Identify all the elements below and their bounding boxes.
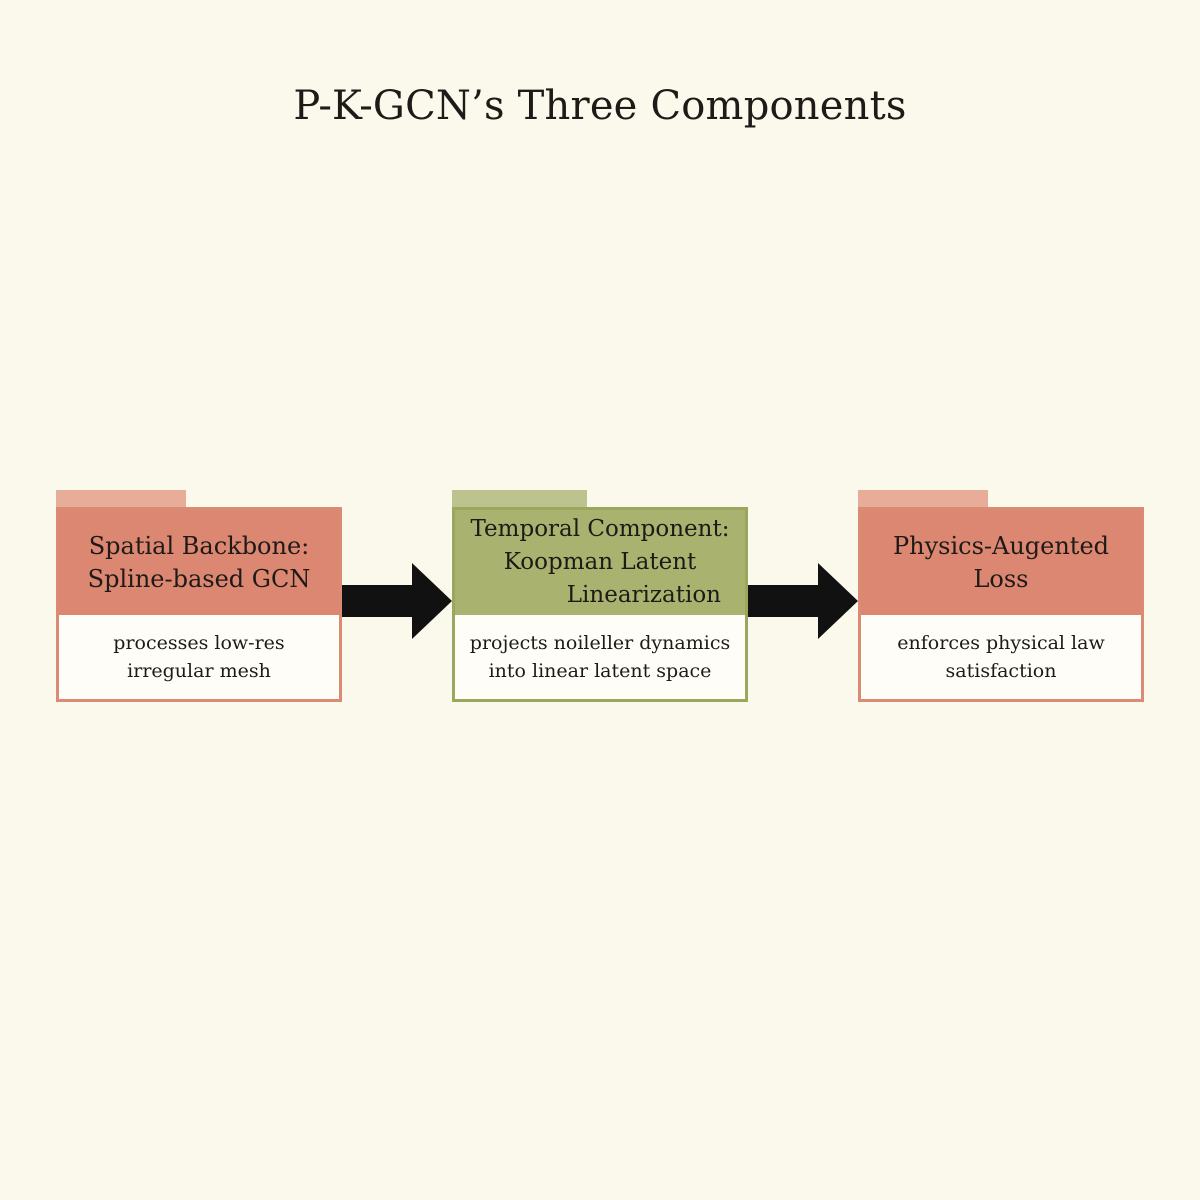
description-line: enforces physical law (897, 632, 1105, 654)
heading-line: Physics-Augented (892, 531, 1110, 560)
heading-line: Temporal Component: (470, 516, 730, 542)
description-line: satisfaction (945, 660, 1057, 682)
heading-line: Koopman Latent (503, 549, 697, 575)
description-line: irregular mesh (127, 660, 271, 682)
arrow-shape (748, 563, 858, 639)
description-line: processes low-res (113, 632, 285, 654)
flow-arrow-right (748, 563, 858, 639)
folder-tab (858, 490, 988, 508)
description-line: projects noileller dynamics (469, 632, 731, 654)
arrow-shape (342, 563, 452, 639)
heading-line: Linearization (566, 582, 721, 608)
component-box: Spatial Backbone: Spline-based GCN proce… (56, 507, 342, 702)
component-box: Physics-Augented Loss enforces physical … (858, 507, 1144, 702)
folder-tab (452, 490, 587, 508)
component-card-temporal-component: Temporal Component: Koopman Latent Linea… (452, 490, 748, 702)
heading-line: Loss (973, 564, 1029, 593)
heading-line: Spatial Backbone: (88, 531, 310, 560)
component-card-spatial-backbone: Spatial Backbone: Spline-based GCN proce… (56, 490, 342, 702)
component-heading: Spatial Backbone: Spline-based GCN (59, 510, 339, 615)
heading-line: Spline-based GCN (87, 564, 311, 593)
description-line: into linear latent space (488, 660, 712, 682)
diagram-title: P-K-GCN’s Three Components (293, 83, 907, 129)
component-description: enforces physical law satisfaction (861, 615, 1141, 699)
flow-arrow-right (342, 563, 452, 639)
component-card-physics-augmented-loss: Physics-Augented Loss enforces physical … (858, 490, 1144, 702)
component-box: Temporal Component: Koopman Latent Linea… (452, 507, 748, 702)
component-heading: Physics-Augented Loss (861, 510, 1141, 615)
component-description: processes low-res irregular mesh (59, 615, 339, 699)
folder-tab (56, 490, 186, 508)
component-description: projects noileller dynamics into linear … (455, 615, 745, 699)
component-heading: Temporal Component: Koopman Latent Linea… (455, 510, 745, 615)
